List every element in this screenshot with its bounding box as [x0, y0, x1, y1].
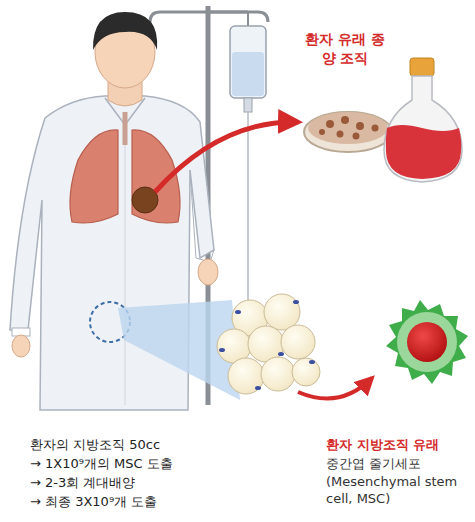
msc-description: 중간엽 줄기세포 (Mesenchymal stem cell, MSC): [326, 455, 470, 508]
petri-dish: [304, 112, 392, 152]
culture-flask: [384, 58, 462, 182]
tumor-arrow: [155, 122, 298, 192]
lungs: [70, 112, 180, 223]
iv-bag: [230, 26, 266, 305]
msc-heading: 환자 지방조직 유래: [326, 436, 470, 454]
process-step: → 최종 3X10⁹개 도출: [30, 493, 290, 511]
msc-arrow: [298, 378, 372, 398]
msc-cell: [386, 300, 468, 384]
tumor-label: 환자 유래 종양 조직: [303, 30, 387, 68]
process-step: → 1X10⁹개의 MSC 도출: [30, 455, 290, 473]
process-step: 환자의 지방조직 50cc: [30, 436, 290, 454]
process-step: → 2-3회 계대배양: [30, 474, 290, 492]
fat-cells: [217, 294, 320, 394]
zoom-beam: [118, 300, 240, 400]
